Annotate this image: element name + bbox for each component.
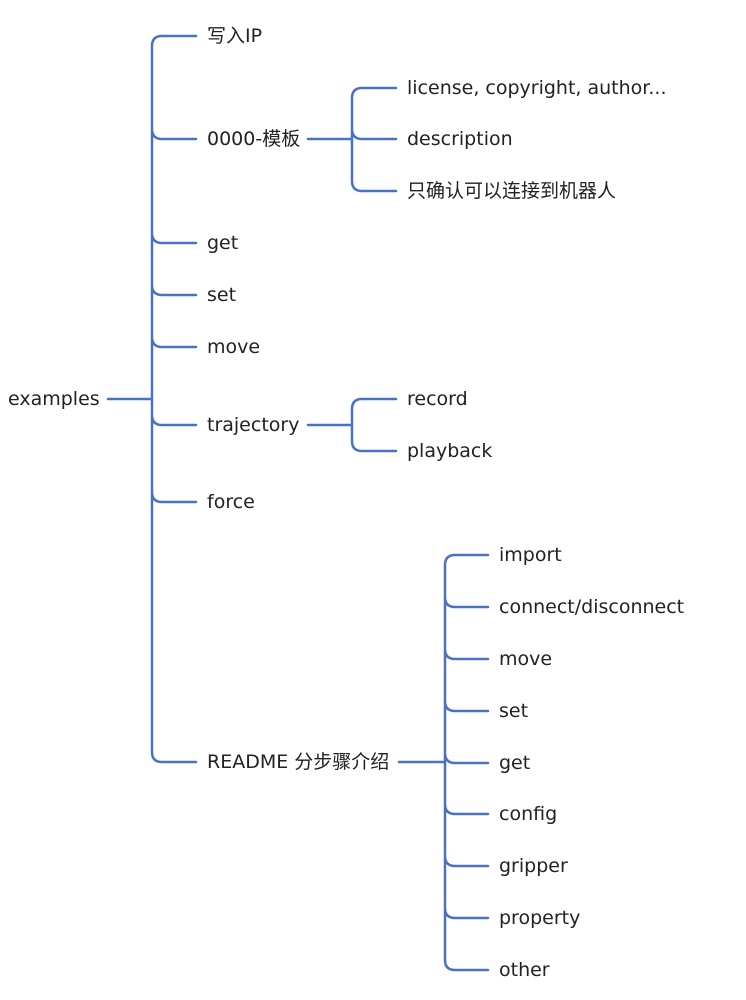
connector-root <box>106 34 198 764</box>
node-get[interactable]: get <box>207 232 239 254</box>
node-readme-get[interactable]: get <box>499 752 531 774</box>
node-property[interactable]: property <box>499 907 581 929</box>
node-template[interactable]: 0000-模板 <box>207 128 301 150</box>
node-set[interactable]: set <box>207 284 237 306</box>
node-connect-disconnect[interactable]: connect/disconnect <box>499 596 685 618</box>
node-config[interactable]: config <box>499 803 558 825</box>
node-confirm-connect[interactable]: 只确认可以连接到机器人 <box>407 180 617 202</box>
connector-readme <box>397 553 490 972</box>
node-move[interactable]: move <box>207 336 261 358</box>
node-readme-move[interactable]: move <box>499 648 553 670</box>
node-gripper[interactable]: gripper <box>499 855 568 877</box>
node-license[interactable]: license, copyright, author... <box>407 77 667 99</box>
connector-template <box>306 86 398 193</box>
node-other[interactable]: other <box>499 959 550 981</box>
connector-trajectory <box>306 397 398 453</box>
node-playback[interactable]: playback <box>407 440 493 462</box>
node-import[interactable]: import <box>499 544 562 566</box>
root-node-examples: examples <box>8 388 100 410</box>
node-force[interactable]: force <box>207 491 255 513</box>
node-trajectory[interactable]: trajectory <box>207 414 300 436</box>
node-readme-set[interactable]: set <box>499 700 529 722</box>
node-record[interactable]: record <box>407 388 468 410</box>
node-readme[interactable]: README 分步骤介绍 <box>207 751 390 773</box>
node-write-ip[interactable]: 写入IP <box>207 25 263 47</box>
node-description[interactable]: description <box>407 128 513 150</box>
